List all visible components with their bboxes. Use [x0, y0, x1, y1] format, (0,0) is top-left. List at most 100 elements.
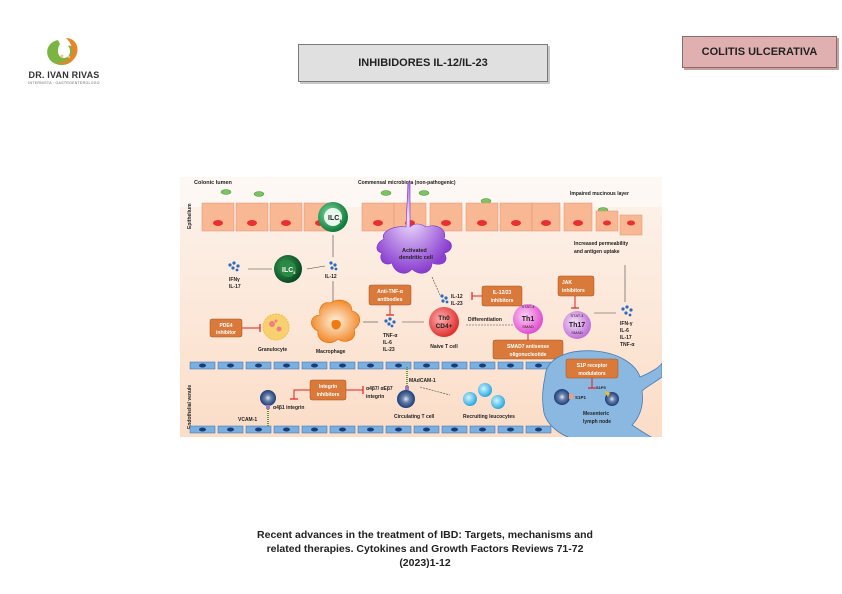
recruiting-label: Recruiting leucocytes: [463, 414, 515, 420]
il1223-label-2: inhibitors: [491, 298, 514, 304]
cytokine-cluster-il12: [329, 261, 338, 271]
ilc1-cell: ILC1: [318, 202, 348, 232]
nucleus: [507, 427, 514, 432]
nucleus: [451, 363, 458, 368]
dc-cytokine-2: IL-23: [451, 301, 463, 307]
th1-cell: STAT-4 Th1 SMAD: [513, 304, 543, 334]
nucleus: [573, 220, 583, 226]
th17-cell: STAT-4 Th17 SMAD: [563, 311, 591, 339]
nucleus: [541, 220, 551, 226]
epithelial-cell: [269, 202, 303, 232]
nucleus: [311, 427, 318, 432]
lymphnode-label-1: Mesenteric: [583, 411, 609, 417]
label-colonic-lumen: Colonic lumen: [194, 180, 233, 186]
macrophage-cytokine-3: IL-23: [383, 347, 395, 353]
madcam-label: MAdCAM-1: [409, 378, 436, 384]
lymphnode-label-2: lymph node: [583, 419, 611, 425]
nucleus: [423, 427, 430, 432]
brand-name: DR. IVAN RIVAS: [28, 70, 100, 80]
citation-caption: Recent advances in the treatment of IBD:…: [220, 528, 630, 570]
nucleus: [255, 363, 262, 368]
nucleus: [367, 363, 374, 368]
th17-stat4: STAT-4: [571, 313, 585, 318]
drug-integrin-inhibitors: Integrin inhibitors: [290, 379, 364, 401]
nucleus: [627, 220, 635, 226]
circulating-t-cell: Circulating T cell: [394, 367, 435, 420]
nucleus: [255, 427, 262, 432]
nucleus: [479, 427, 486, 432]
nucleus: [511, 220, 521, 226]
caption-line-1: Recent advances in the treatment of IBD:…: [257, 529, 593, 541]
s1p5-label: S1P5: [596, 385, 607, 390]
granulocyte-cell: Granulocyte: [258, 313, 290, 353]
ilc1-label: ILC1: [328, 215, 342, 223]
label-endothelial-venule: Endothelial venule: [187, 385, 193, 429]
epithelial-cell: [201, 202, 235, 232]
label-commensal: Commensal microbiota (non-pathogenic): [358, 180, 456, 186]
nucleus: [311, 363, 318, 368]
ilc3-cytokine-2: IL-17: [229, 284, 241, 290]
vessel-wall-bottom: [189, 425, 552, 434]
epithelial-cell: [499, 202, 533, 232]
smad7-label-2: oligonucleotide: [510, 352, 547, 358]
naive-t-label-2: CD4+: [436, 323, 453, 330]
circulating-t-label: Circulating T cell: [394, 414, 435, 420]
caption-line-3: (2023)1-12: [399, 557, 451, 569]
drug-s1p-modulators: S1P receptor modulators: [565, 358, 619, 389]
arrow: [431, 276, 441, 296]
smad7-label-1: SMAD7 antisense: [507, 344, 549, 350]
page-title: INHIBIDORES IL-12/IL-23: [298, 44, 548, 82]
s1p1-label: S1P1: [575, 395, 587, 400]
th17-label: Th17: [569, 322, 585, 329]
jak-label-1: JAK: [562, 280, 572, 286]
ilc3-cell: ILC3: [274, 255, 302, 283]
nucleus: [213, 220, 223, 226]
nucleus: [199, 363, 206, 368]
dendritic-cell: Activated dendritic cell: [376, 181, 452, 274]
nucleus: [603, 220, 611, 226]
ibd-mechanism-diagram: Colonic lumen Commensal microbiota (non-…: [180, 177, 663, 447]
naive-t-label-1: Th0: [438, 315, 450, 322]
nucleus: [339, 363, 346, 368]
epithelial-cell: [235, 202, 269, 232]
macrophage-cytokine-1: TNF-α: [383, 333, 398, 339]
bacteria-icon: [220, 189, 232, 195]
nucleus: [535, 427, 542, 432]
anti-tnf-label-2: antibodies: [377, 297, 402, 303]
nucleus: [373, 220, 383, 226]
vcam-t-cell: α4β1 integrin VCAM-1: [238, 390, 304, 427]
recruiting-leucocytes: Recruiting leucocytes: [463, 383, 515, 420]
topic-tag: COLITIS ULCERATIVA: [682, 36, 837, 68]
dendritic-label-1: Activated: [402, 248, 427, 254]
il1223-label-1: IL-12/23: [493, 290, 512, 296]
stomach-logo-icon: [47, 38, 78, 66]
th-cytokine-4: TNF-α: [620, 342, 635, 348]
nucleus: [423, 363, 430, 368]
vessel-wall-top: [189, 361, 552, 370]
nucleus: [395, 363, 402, 368]
brand-logo: DR. IVAN RIVAS INTERNISTA · GASTROENTERO…: [14, 34, 114, 90]
nucleus: [477, 220, 487, 226]
anti-tnf-label-1: Anti-TNF-α: [377, 289, 404, 295]
nucleus: [227, 427, 234, 432]
epithelial-cell: [465, 202, 499, 232]
pde4-label-2: inhibitor: [216, 330, 236, 336]
granulocyte-label: Granulocyte: [258, 347, 287, 353]
cytokine-cluster-th: [621, 305, 633, 317]
s1p-label-2: modulators: [578, 371, 605, 377]
macrophage-cell: Macrophage: [311, 299, 361, 355]
th1-stat4: STAT-4: [522, 304, 536, 309]
nucleus: [441, 220, 451, 226]
lymphnode-t-cell-2: S1P5: [596, 385, 619, 406]
bacteria-icon: [380, 190, 392, 196]
label-epithelium: Epithelium: [187, 203, 193, 229]
a4b7-label-2: integrin: [366, 394, 384, 400]
epithelial-cell: [361, 202, 395, 232]
nucleus: [535, 363, 542, 368]
label-impaired-layer: Impaired mucinous layer: [570, 191, 629, 197]
drug-anti-tnf: Anti-TNF-α antibodies: [368, 284, 412, 316]
pde4-label-1: PDE4: [219, 323, 232, 329]
dendritic-label-2: dendritic cell: [399, 255, 433, 261]
drug-il12-23-inhibitors: IL-12/23 inhibitors: [471, 285, 523, 307]
nucleus: [247, 220, 257, 226]
